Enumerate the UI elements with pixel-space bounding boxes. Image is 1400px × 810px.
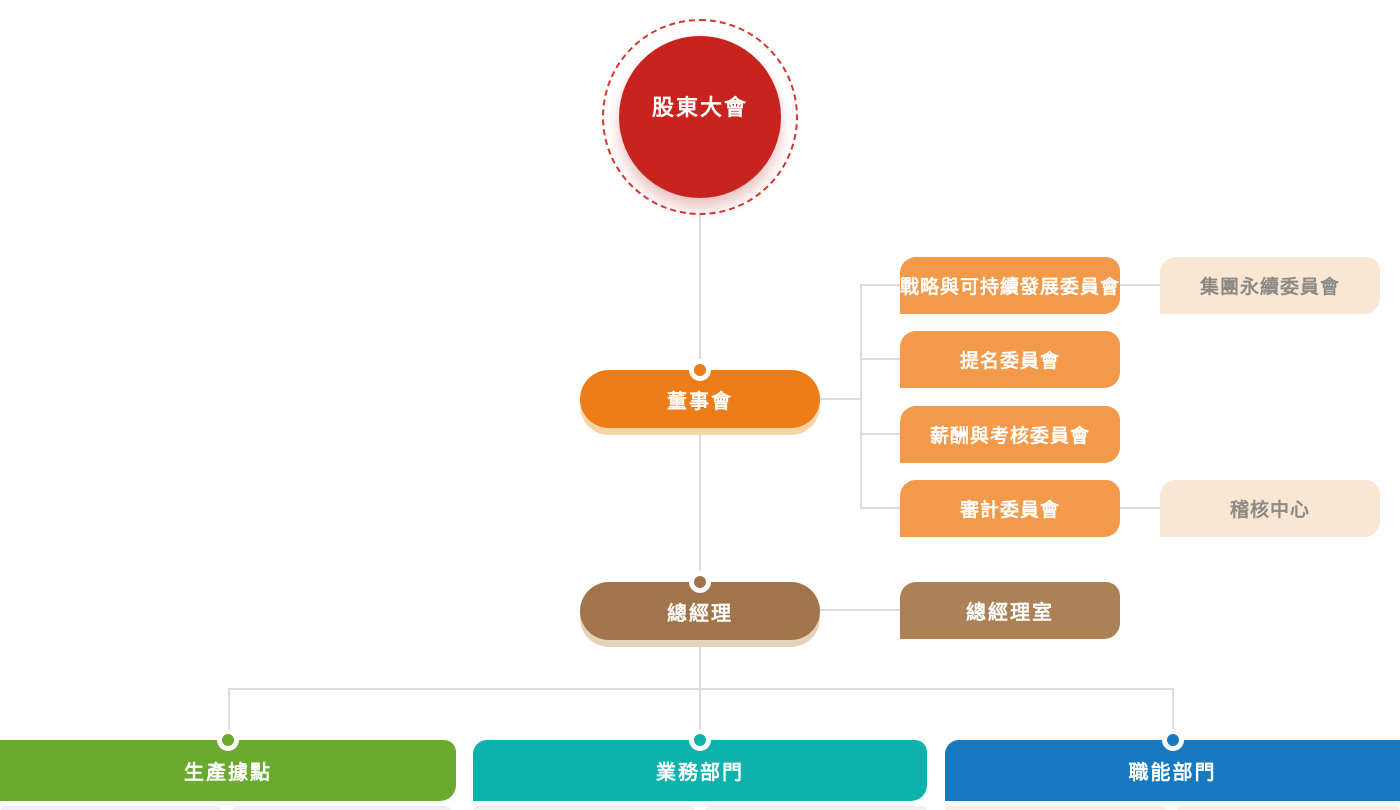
node-general-manager: 總經理 bbox=[580, 571, 820, 640]
dashed-ring bbox=[602, 19, 798, 215]
connector-line bbox=[860, 284, 862, 509]
node-group-sustainability-committee: 集團永續委員會 bbox=[1160, 257, 1380, 314]
subbox-sliver bbox=[705, 806, 927, 810]
connector-line bbox=[699, 688, 701, 740]
connector-line bbox=[861, 358, 900, 360]
connector-line bbox=[861, 507, 900, 509]
connector-line bbox=[861, 433, 900, 435]
node-label: 生產據點 bbox=[184, 762, 272, 784]
node-label: 總經理 bbox=[667, 602, 733, 625]
node-label: 薪酬與考核委員會 bbox=[929, 426, 1090, 447]
node-label: 職能部門 bbox=[1128, 762, 1217, 784]
node-dept-production-sites: 生產據點 bbox=[0, 729, 456, 801]
subbox-sliver bbox=[232, 806, 451, 810]
connector-dot bbox=[689, 571, 711, 593]
node-label: 審計委員會 bbox=[959, 500, 1060, 521]
node-committee-nomination: 提名委員會 bbox=[900, 331, 1120, 388]
connector-line bbox=[1172, 688, 1174, 740]
connector-line bbox=[861, 284, 900, 286]
connector-dot bbox=[1161, 729, 1184, 751]
connector-line bbox=[699, 640, 701, 688]
node-audit-center: 稽核中心 bbox=[1160, 480, 1380, 537]
connector-dot bbox=[217, 729, 239, 751]
node-label: 業務部門 bbox=[656, 762, 744, 784]
node-committee-strategy-sustainability: 戰略與可持續發展委員會 bbox=[900, 257, 1120, 314]
node-committee-remuneration-assessment: 薪酬與考核委員會 bbox=[900, 406, 1120, 463]
node-gm-office: 總經理室 bbox=[900, 582, 1120, 639]
connector-line bbox=[699, 214, 701, 371]
connector-line bbox=[228, 688, 230, 740]
subbox-sliver bbox=[473, 806, 695, 810]
connector-line bbox=[1120, 507, 1160, 509]
node-label: 稽核中心 bbox=[1229, 500, 1310, 521]
node-dept-functional-units: 職能部門 bbox=[945, 729, 1400, 801]
node-board-of-directors: 董事會 bbox=[580, 359, 820, 428]
node-shareholders-meeting: 股東大會 bbox=[619, 36, 781, 198]
connector-line bbox=[820, 609, 900, 611]
node-label: 股東大會 bbox=[651, 95, 748, 120]
connector-line bbox=[1120, 284, 1160, 286]
connector-line bbox=[699, 430, 701, 582]
node-label: 集團永續委員會 bbox=[1199, 277, 1340, 298]
subbox-sliver bbox=[0, 806, 221, 810]
connector-line bbox=[820, 398, 861, 400]
connector-dot bbox=[689, 359, 711, 381]
node-label: 戰略與可持續發展委員會 bbox=[900, 277, 1121, 298]
node-dept-business-units: 業務部門 bbox=[473, 729, 927, 801]
connector-dot bbox=[689, 729, 711, 751]
node-committee-audit: 審計委員會 bbox=[900, 480, 1120, 537]
subbox-sliver bbox=[1177, 806, 1400, 810]
node-label: 總經理室 bbox=[966, 602, 1054, 624]
node-label: 提名委員會 bbox=[959, 351, 1060, 372]
subbox-sliver bbox=[945, 806, 1166, 810]
node-label: 董事會 bbox=[667, 390, 733, 413]
